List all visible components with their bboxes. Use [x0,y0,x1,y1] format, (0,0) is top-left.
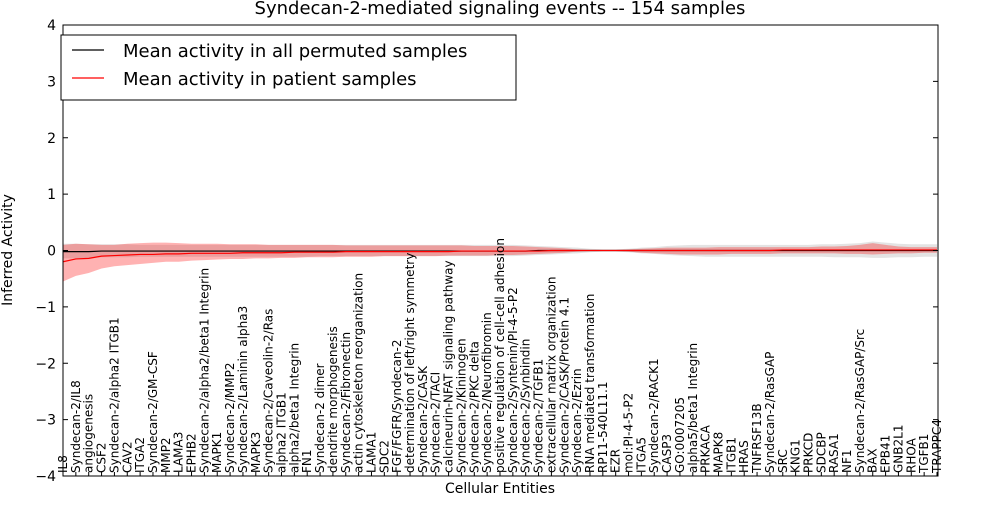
x-tick-label: PRKCD [801,433,815,473]
x-tick-label: Syndecan-2/RasGAP/Src [853,329,867,473]
x-tick-label: angiogenesis [82,394,96,473]
x-tick-label: FN1 [300,449,314,473]
x-tick-label: BAX [866,448,880,473]
x-tick-label: NF1 [840,449,854,473]
x-axis: IL8Syndecan-2/IL8angiogenesisCSF2Syndeca… [56,238,944,476]
x-tick-label: MMP2 [159,437,173,473]
x-tick-label: ITGA2 [133,437,147,473]
x-tick-label: RHOA [904,437,918,473]
band-series-0 [63,241,937,259]
x-tick-label: Syndecan-2/alpha2/beta1 Integrin [197,268,211,473]
x-tick-label: EPHB2 [185,433,199,473]
x-tick-label: Syndecan-2/alpha2 ITGB1 [107,317,121,473]
x-tick-label: Syndecan-2/PKC delta [467,341,481,473]
x-tick-label: Syndecan-2/Synbindin [519,339,533,473]
x-tick-label: ITGA5 [634,437,648,473]
y-tick-label: −1 [35,300,56,316]
x-tick-label: FGF/FGFR/Syndecan-2 [390,340,404,473]
x-tick-label: HRAS [737,440,751,473]
x-tick-label: Syndecan-2/Syntenin/PI-4-5-P2 [506,287,520,473]
line-series-1 [62,249,937,263]
x-tick-label: mol:PI-4-5-P2 [622,393,636,473]
x-tick-label: EZR [609,449,623,473]
x-tick-label: alpha5/beta1 Integrin [686,343,700,473]
x-tick-label: Syndecan-2/CASK/Protein 4.1 [557,297,571,473]
x-tick-label: RASA1 [827,433,841,473]
legend-box [60,34,517,101]
x-tick-label: Syndecan-2/RACK1 [647,358,661,473]
x-tick-label: dendrite morphogenesis [326,326,340,473]
y-tick-label: −3 [35,413,56,429]
x-tick-label: TNFRSF13B [750,403,764,474]
x-tick-label: Syndecan-2/Neurofibromin [480,312,494,473]
y-tick-label: −4 [35,469,56,485]
x-tick-label: Syndecan-2/Caveolin-2/Ras [262,309,276,473]
x-tick-label: RP11-540L11.1 [596,382,610,473]
x-tick-label: TGFB1 [917,434,931,474]
x-tick-label: MAPK8 [712,432,726,473]
x-tick-label: CASP3 [660,434,674,473]
legend: Mean activity in all permuted samples Me… [60,34,517,101]
x-tick-label: IL8 [56,455,70,473]
x-tick-label: RNA mediated transformation [583,294,597,473]
x-tick-label: extracellular matrix organization [544,276,558,473]
x-tick-label: Syndecan-2/Fibronectin [339,332,353,473]
x-tick-label: Syndecan-2/TGFB1 [532,359,546,473]
x-tick-label: MAPK3 [249,432,263,473]
x-tick-label: Syndecan-2/Ezrin [570,368,584,473]
legend-label-permuted: Mean activity in all permuted samples [123,41,467,62]
x-tick-label: KNG1 [789,439,803,473]
x-tick-label: PRKACA [699,424,713,473]
line-layer [62,249,937,263]
x-tick-label: CSF2 [95,442,109,473]
y-tick-label: 0 [47,244,56,260]
y-tick-label: 2 [47,131,56,147]
x-tick-label: Syndecan-2/RasGAP [763,352,777,473]
x-axis-label: Cellular Entities [445,481,555,497]
chart-title: Syndecan-2-mediated signaling events -- … [255,0,746,19]
x-tick-label: EPB41 [879,435,893,473]
x-tick-label: Syndecan-2/Kininogen [454,338,468,473]
y-tick-label: 1 [47,187,56,203]
y-tick-label: 3 [47,74,56,90]
x-tick-label: TRAPPC4 [930,419,944,474]
legend-label-patient: Mean activity in patient samples [123,69,417,90]
x-tick-label: Syndecan-2/TACI [429,372,443,473]
y-axis-label: Inferred Activity [0,194,16,306]
x-tick-label: SDCBP [814,432,828,473]
x-tick-label: CAV2 [120,441,134,473]
x-tick-label: MAPK1 [210,432,224,473]
x-tick-label: LAMA3 [172,432,186,473]
x-tick-label: Syndecan-2/IL8 [69,380,83,473]
x-tick-label: Syndecan-2/GM-CSF [146,351,160,473]
x-tick-label: determination of left/right symmetry [403,253,417,473]
x-tick-label: Syndecan-2 dimer [313,363,327,473]
x-tick-label: ITGB1 [724,437,738,473]
x-tick-label: positive regulation of cell-cell adhesio… [493,238,507,473]
x-tick-label: calcineurin-NFAT signaling pathway [442,260,456,473]
x-tick-label: GNB2L1 [891,425,905,473]
x-tick-label: alpha2 ITGB1 [275,392,289,473]
x-tick-label: alpha2/beta1 Integrin [287,343,301,473]
y-tick-label: 4 [47,18,56,34]
x-tick-label: actin cytoskeleton reorganization [352,273,366,473]
x-tick-label: Syndecan-2/CASK [416,365,430,473]
x-tick-label: Syndecan-2/MMP2 [223,363,237,473]
x-tick-label: Syndecan-2/Laminin alpha3 [236,306,250,473]
x-tick-label: SDC2 [377,440,391,473]
y-axis: 4 3 2 1 0 −1 −2 −3 −4 [35,18,938,485]
y-tick-label: −2 [35,356,56,372]
x-tick-label: GO:0007205 [673,397,687,473]
x-tick-label: SRC [776,449,790,473]
x-tick-label: LAMA1 [364,432,378,473]
